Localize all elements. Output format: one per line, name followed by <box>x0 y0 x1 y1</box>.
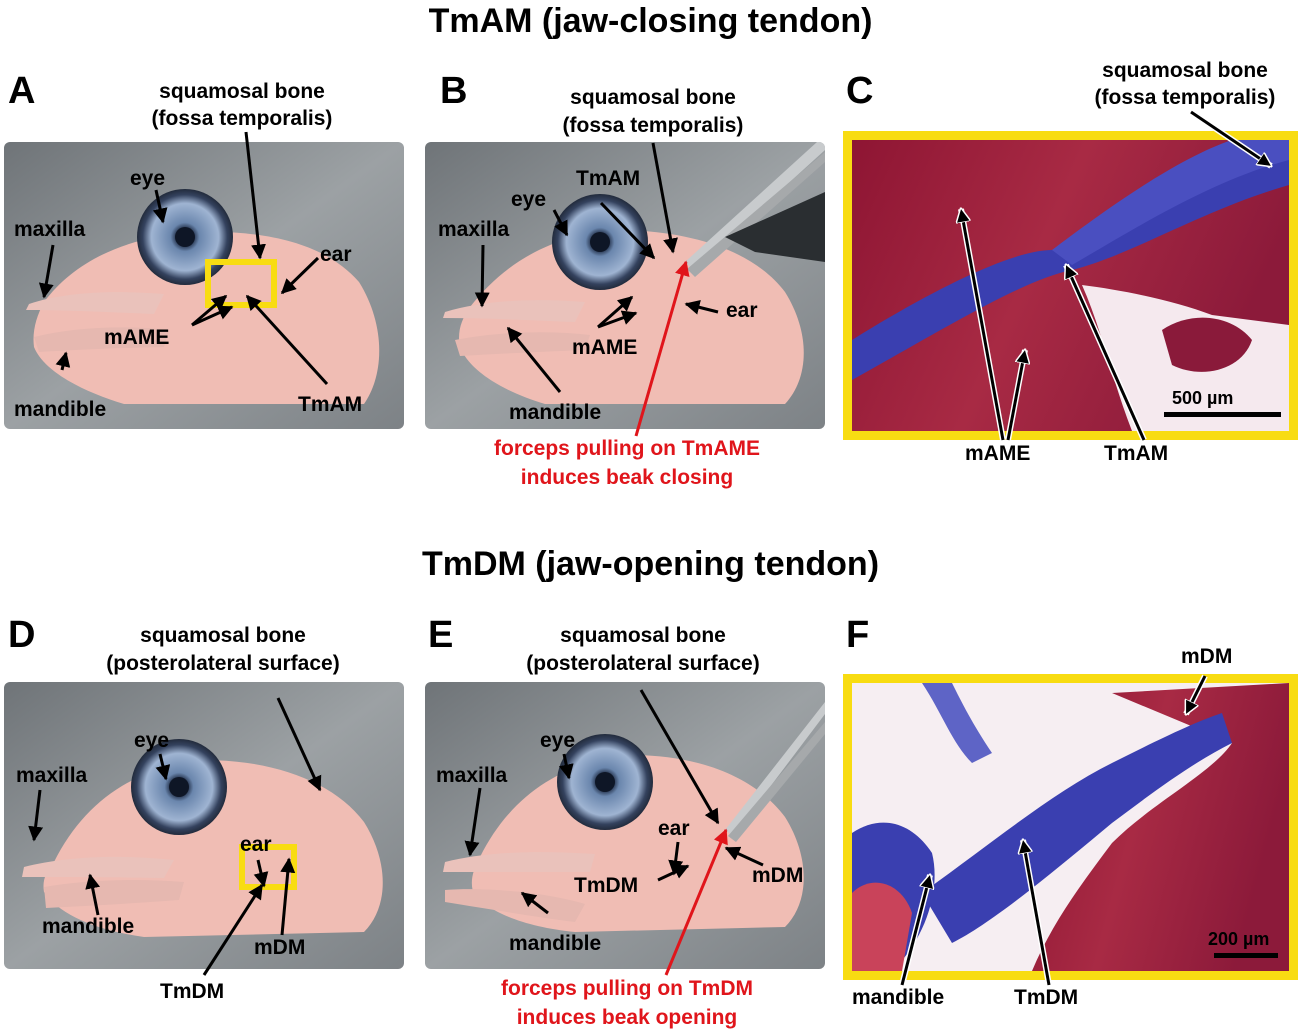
label-e-mdm: mDM <box>752 864 804 887</box>
panel-letter-a: A <box>8 70 36 112</box>
label-a-ear: ear <box>320 243 352 266</box>
caption-e-line-1: forceps pulling on TmDM <box>501 977 753 1000</box>
section-title-bottom: TmDM (jaw-opening tendon) <box>421 545 880 583</box>
label-e-ear: ear <box>658 817 690 840</box>
section-title-top: TmAM (jaw-closing tendon) <box>428 2 873 40</box>
label-b-maxilla: maxilla <box>438 218 510 241</box>
scale-label-c: 500 µm <box>1172 388 1234 408</box>
panel-letter-d: D <box>8 614 36 656</box>
caption-e-line-2: induces beak opening <box>516 1006 738 1029</box>
label-a-mandible: mandible <box>14 398 107 421</box>
label-a-squamosal-2: (fossa temporalis) <box>151 107 333 130</box>
label-d-squamosal-2: (posterolateral surface) <box>106 652 340 675</box>
label-e-tmdm: TmDM <box>574 874 639 897</box>
label-d-tmdm: TmDM <box>160 980 225 1003</box>
panel-d-photo <box>4 682 404 969</box>
label-c-squamosal-2: (fossa temporalis) <box>1094 86 1276 109</box>
label-b-mame: mAME <box>572 336 638 359</box>
label-e-mandible: mandible <box>509 932 602 955</box>
panel-letter-c: C <box>846 70 874 112</box>
label-f-mdm: mDM <box>1181 645 1233 668</box>
label-d-mandible: mandible <box>42 915 135 938</box>
label-b-tmam: TmAM <box>576 167 641 190</box>
panel-a-photo <box>4 142 404 429</box>
label-b-squamosal-2: (fossa temporalis) <box>562 114 744 137</box>
label-d-squamosal-1: squamosal bone <box>140 624 306 647</box>
label-b-eye: eye <box>511 188 547 211</box>
label-e-squamosal-2: (posterolateral surface) <box>526 652 760 675</box>
scale-label-f: 200 µm <box>1208 929 1270 949</box>
label-c-mame: mAME <box>965 442 1031 465</box>
label-b-squamosal-1: squamosal bone <box>570 86 736 109</box>
panel-e-photo <box>425 682 825 969</box>
label-e-squamosal-1: squamosal bone <box>560 624 726 647</box>
label-c-tmam: TmAM <box>1104 442 1169 465</box>
panel-letter-e: E <box>428 614 454 656</box>
highlight-box <box>205 259 277 308</box>
panel-letter-f: F <box>846 614 870 656</box>
label-d-maxilla: maxilla <box>16 764 88 787</box>
caption-b-line-2: induces beak closing <box>520 466 734 489</box>
label-e-maxilla: maxilla <box>436 764 508 787</box>
label-c-squamosal-1: squamosal bone <box>1102 59 1268 82</box>
label-b-ear: ear <box>726 299 758 322</box>
label-d-ear: ear <box>240 833 272 856</box>
label-b-mandible: mandible <box>509 401 602 424</box>
label-a-eye: eye <box>130 167 166 190</box>
label-a-maxilla: maxilla <box>14 218 86 241</box>
caption-b-line-1: forceps pulling on TmAME <box>494 437 760 460</box>
label-a-mame: mAME <box>104 326 170 349</box>
label-f-tmdm: TmDM <box>1014 986 1079 1009</box>
label-d-mdm: mDM <box>254 936 306 959</box>
label-d-eye: eye <box>134 729 170 752</box>
label-e-eye: eye <box>540 729 576 752</box>
label-a-squamosal-1: squamosal bone <box>159 80 325 103</box>
panel-letter-b: B <box>440 70 468 112</box>
label-f-mandible: mandible <box>852 986 945 1009</box>
label-a-tmam: TmAM <box>298 393 363 416</box>
